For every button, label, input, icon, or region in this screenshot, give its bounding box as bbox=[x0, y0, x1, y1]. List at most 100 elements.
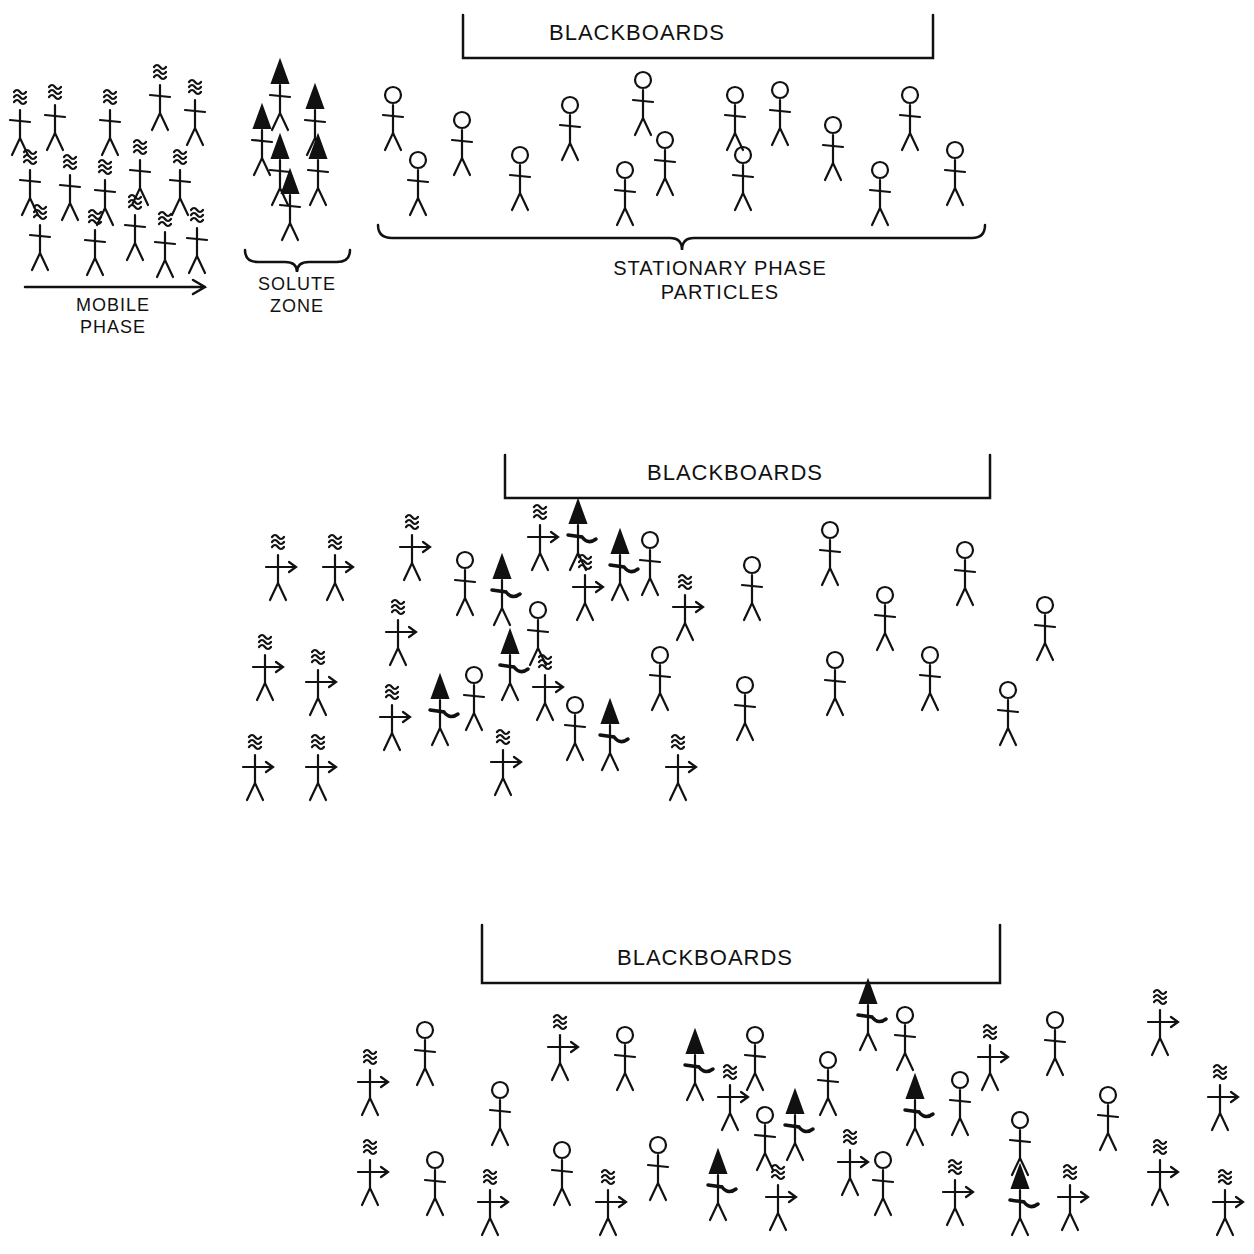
arrow-arms bbox=[528, 532, 558, 542]
arms bbox=[452, 140, 472, 142]
wavy-head bbox=[249, 735, 261, 739]
brace bbox=[378, 225, 985, 250]
legs bbox=[744, 603, 760, 620]
wavy-head bbox=[386, 695, 398, 699]
arms bbox=[528, 630, 548, 632]
arms bbox=[185, 110, 205, 112]
arms bbox=[945, 170, 965, 172]
mobile-figure bbox=[533, 655, 563, 720]
legs bbox=[102, 138, 118, 155]
legs bbox=[12, 138, 28, 155]
triangle-head bbox=[272, 136, 288, 158]
body bbox=[657, 1155, 659, 1183]
wavy-head bbox=[329, 545, 341, 549]
solute-figure bbox=[568, 501, 596, 570]
stationary-figure bbox=[955, 542, 975, 605]
arms bbox=[187, 238, 207, 240]
triangle-head bbox=[907, 1076, 923, 1098]
solute-figure bbox=[685, 1031, 713, 1100]
legs bbox=[822, 568, 838, 585]
body bbox=[1224, 1190, 1226, 1218]
stationary-figure bbox=[425, 1152, 445, 1215]
body bbox=[909, 105, 911, 133]
legs bbox=[466, 713, 482, 730]
body bbox=[392, 105, 394, 133]
arms bbox=[560, 125, 580, 127]
stationary-figure bbox=[615, 162, 635, 225]
arms bbox=[615, 1055, 635, 1057]
wavy-head bbox=[191, 218, 203, 222]
mobile-figure bbox=[1208, 1065, 1238, 1130]
round-head bbox=[1047, 1012, 1063, 1028]
arms bbox=[490, 1110, 510, 1112]
arms bbox=[650, 675, 670, 677]
wavy-head bbox=[64, 165, 76, 169]
arms bbox=[280, 205, 300, 207]
legs bbox=[417, 1068, 433, 1085]
flow-arrow bbox=[25, 280, 205, 294]
stationary-figure bbox=[1035, 597, 1055, 660]
round-head bbox=[875, 1152, 891, 1168]
body bbox=[1159, 1010, 1161, 1038]
wavy-head bbox=[104, 100, 116, 104]
body bbox=[164, 232, 166, 260]
round-head bbox=[1012, 1112, 1028, 1128]
legs bbox=[310, 188, 326, 205]
stationary-figure bbox=[648, 1137, 668, 1200]
legs bbox=[757, 1153, 773, 1170]
legs bbox=[327, 583, 343, 600]
arrow-arms bbox=[1213, 1197, 1243, 1207]
wavy-head bbox=[134, 140, 146, 144]
legs bbox=[567, 743, 583, 760]
body bbox=[779, 100, 781, 128]
mobile-figure bbox=[85, 210, 105, 275]
arms bbox=[818, 1080, 838, 1082]
body bbox=[314, 110, 316, 138]
body bbox=[434, 1170, 436, 1198]
solute-figure bbox=[600, 701, 628, 770]
legs bbox=[404, 563, 420, 580]
legs bbox=[362, 1188, 378, 1205]
arms bbox=[725, 115, 745, 117]
legs bbox=[1012, 1218, 1028, 1235]
round-head bbox=[825, 117, 841, 133]
mobile-figure bbox=[150, 65, 170, 130]
round-head bbox=[957, 542, 973, 558]
wavy-head bbox=[392, 600, 404, 604]
wavy-head bbox=[312, 745, 324, 749]
legs bbox=[189, 256, 205, 273]
arms bbox=[950, 1100, 970, 1102]
legs bbox=[612, 583, 628, 600]
wavy-head bbox=[364, 1140, 376, 1144]
round-head bbox=[642, 532, 658, 548]
arms bbox=[455, 580, 475, 582]
body bbox=[277, 555, 279, 583]
body bbox=[964, 560, 966, 588]
wavy-head bbox=[312, 735, 324, 739]
body bbox=[317, 160, 319, 188]
body bbox=[317, 755, 319, 783]
triangle-head bbox=[687, 1031, 703, 1053]
legs bbox=[427, 1198, 443, 1215]
wavy-head bbox=[49, 85, 61, 89]
round-head bbox=[897, 1007, 913, 1023]
wavy-head bbox=[49, 90, 61, 94]
arms bbox=[95, 190, 115, 192]
wavy-head bbox=[1154, 995, 1166, 999]
arrow-arms bbox=[1208, 1092, 1238, 1102]
stationary-figure bbox=[895, 1007, 915, 1070]
body bbox=[914, 1100, 916, 1128]
mobile-figure bbox=[60, 155, 80, 220]
arms bbox=[1098, 1115, 1118, 1117]
body bbox=[569, 115, 571, 143]
round-head bbox=[757, 1107, 773, 1123]
holding-arms bbox=[905, 1110, 933, 1117]
wavy-head bbox=[99, 160, 111, 164]
round-head bbox=[1100, 1087, 1116, 1103]
legs bbox=[820, 1098, 836, 1115]
wavy-head bbox=[134, 145, 146, 149]
legs bbox=[875, 1198, 891, 1215]
triangle-head bbox=[494, 556, 510, 578]
arrow-arms bbox=[358, 1167, 388, 1177]
legs bbox=[617, 208, 633, 225]
